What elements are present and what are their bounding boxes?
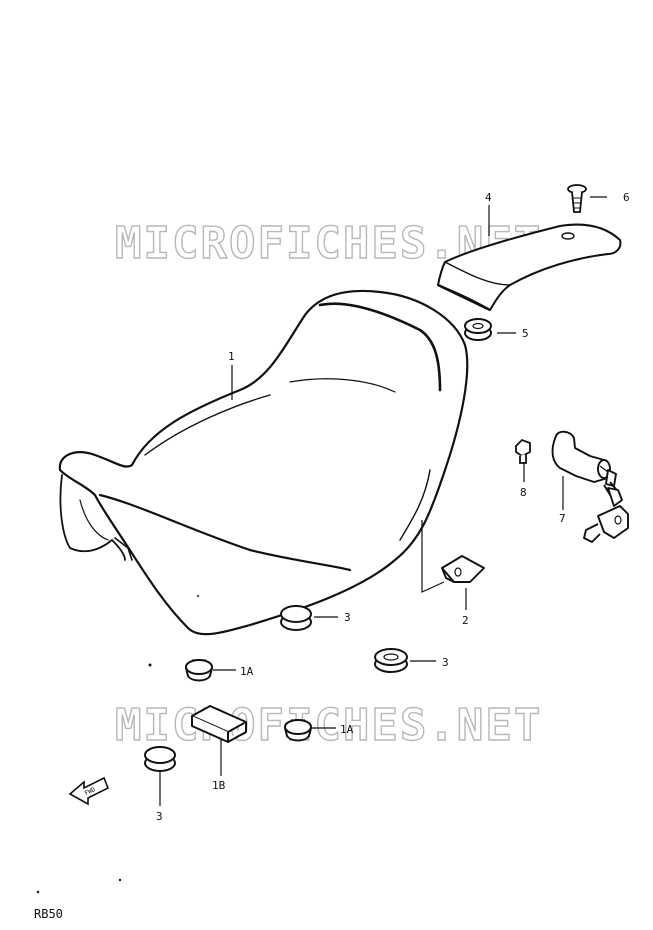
leader-lines: [159, 196, 607, 806]
seat-lock-drawing: [551, 430, 629, 543]
svg-text:FWD: FWD: [84, 786, 97, 797]
tail-cover-drawing: [437, 223, 622, 312]
screw-drawing: [567, 184, 587, 213]
stray-dots: [36, 595, 199, 894]
cushion-3b-drawing: [374, 648, 408, 673]
part-label-8: 8: [520, 486, 527, 499]
watermark-bottom: MICROFICHES.NET: [115, 700, 542, 751]
part-label-3b: 3: [442, 656, 449, 669]
cushion-3a-drawing: [280, 605, 312, 631]
part-label-6: 6: [623, 191, 630, 204]
diagram-code: RB50: [34, 907, 63, 921]
part-label-1b: 1B: [212, 779, 226, 792]
cushion-1a-upper-drawing: [185, 659, 213, 682]
part-label-7: 7: [559, 512, 566, 525]
cushion-3c-drawing: [144, 746, 176, 772]
cushion-1a-lower-drawing: [284, 719, 312, 742]
bolt-drawing: [515, 438, 531, 464]
cushion-5-drawing: [464, 318, 492, 341]
part-label-5: 5: [522, 327, 529, 340]
part-label-4: 4: [485, 191, 492, 204]
pad-1b-drawing: [191, 705, 247, 743]
part-label-3c: 3: [156, 810, 163, 823]
bracket-drawing: [441, 555, 485, 583]
part-label-3a: 3: [344, 611, 351, 624]
part-label-2: 2: [462, 614, 469, 627]
part-label-1a-lower: 1A: [340, 723, 354, 736]
part-label-1: 1: [228, 350, 235, 363]
fwd-arrow-icon: FWD: [68, 776, 110, 806]
part-label-1a-upper: 1A: [240, 665, 254, 678]
seat-drawing: [58, 289, 469, 636]
